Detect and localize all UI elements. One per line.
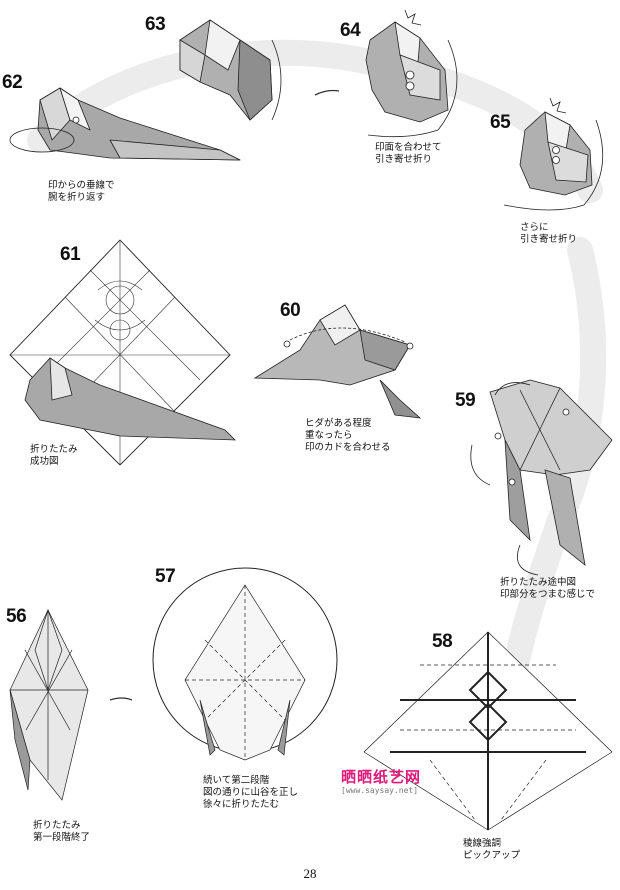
figure-63 xyxy=(180,20,281,120)
caption-57-line-3: 徐々に折りたたむ xyxy=(203,799,298,811)
caption-62-line-2: 腕を折り返す xyxy=(48,192,115,204)
caption-61: 折りたたみ 成功図 xyxy=(30,444,78,468)
caption-58: 稜線強調 ピックアップ xyxy=(463,838,520,862)
caption-58-line-2: ピックアップ xyxy=(463,850,520,862)
caption-62-line-1: 印からの垂線で xyxy=(48,180,115,192)
caption-60: ヒダがある程度 重なったら 印のカドを合わせる xyxy=(305,418,391,454)
caption-65-line-1: さらに xyxy=(520,222,577,234)
caption-60-line-1: ヒダがある程度 xyxy=(305,418,391,430)
caption-60-line-3: 印のカドを合わせる xyxy=(305,442,391,454)
caption-57-line-1: 続いて第二段階 xyxy=(203,775,298,787)
figure-56 xyxy=(10,610,88,800)
page-number: 28 xyxy=(0,866,620,882)
step-number-61: 61 xyxy=(60,244,80,266)
figure-64 xyxy=(366,10,457,137)
figure-58 xyxy=(364,632,612,830)
caption-59: 折りたたみ途中図 印部分をつまむ感じで xyxy=(500,577,595,601)
caption-62: 印からの垂線で 腕を折り返す xyxy=(48,180,115,204)
step-number-64: 64 xyxy=(340,20,360,42)
step-number-59: 59 xyxy=(455,390,475,412)
caption-65: さらに 引き寄せ折り xyxy=(520,222,577,246)
figure-57 xyxy=(153,568,337,760)
caption-65-line-2: 引き寄せ折り xyxy=(520,234,577,246)
caption-57-line-2: 図の通りに山谷を正し xyxy=(203,787,298,799)
step-number-63: 63 xyxy=(145,14,165,36)
caption-59-line-2: 印部分をつまむ感じで xyxy=(500,589,595,601)
caption-64-line-2: 引き寄せ折り xyxy=(375,154,442,166)
arrow-56-57 xyxy=(110,698,132,700)
step-number-60: 60 xyxy=(280,300,300,322)
step-number-58: 58 xyxy=(432,631,452,653)
caption-61-line-2: 成功図 xyxy=(30,456,78,468)
step-number-56: 56 xyxy=(6,606,26,628)
caption-60-line-2: 重なったら xyxy=(305,430,391,442)
step-number-62: 62 xyxy=(2,72,22,94)
caption-58-line-1: 稜線強調 xyxy=(463,838,520,850)
caption-57: 続いて第二段階 図の通りに山谷を正し 徐々に折りたたむ xyxy=(203,775,298,811)
watermark-logo: 晒晒纸艺网 xyxy=(341,766,421,787)
caption-59-line-1: 折りたたみ途中図 xyxy=(500,577,595,589)
caption-61-line-1: 折りたたみ xyxy=(30,444,78,456)
caption-64: 印面を合わせて 引き寄せ折り xyxy=(375,142,442,166)
caption-56: 折りたたみ 第一段階終了 xyxy=(33,820,90,844)
caption-64-line-1: 印面を合わせて xyxy=(375,142,442,154)
caption-56-line-2: 第一段階終了 xyxy=(33,832,90,844)
arrow-63-64 xyxy=(315,91,339,96)
figure-61 xyxy=(10,240,235,465)
step-number-57: 57 xyxy=(155,566,175,588)
caption-56-line-1: 折りたたみ xyxy=(33,820,90,832)
watermark-url: [www.saysay.net] xyxy=(341,786,418,795)
step-number-65: 65 xyxy=(490,112,510,134)
